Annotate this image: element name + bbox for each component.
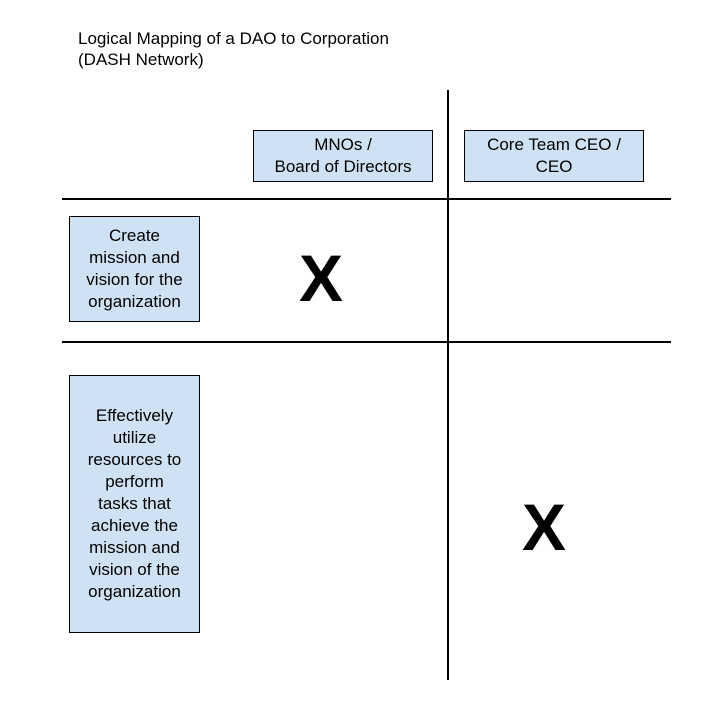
row-header-mission: Create mission and vision for the organi… xyxy=(69,216,200,322)
title-line-2: (DASH Network) xyxy=(78,50,204,69)
row-header-execution: Effectively utilize resources to perform… xyxy=(69,375,200,633)
mark-mission-mnos: X xyxy=(298,241,344,315)
header-divider xyxy=(62,198,671,200)
title-line-1: Logical Mapping of a DAO to Corporation xyxy=(78,29,389,48)
vertical-divider xyxy=(447,90,449,680)
column-header-mnos: MNOs / Board of Directors xyxy=(253,130,433,182)
mark-execution-ceo: X xyxy=(521,490,567,564)
column-header-ceo: Core Team CEO / CEO xyxy=(464,130,644,182)
diagram-title: Logical Mapping of a DAO to Corporation … xyxy=(78,28,389,70)
row-divider xyxy=(62,341,671,343)
